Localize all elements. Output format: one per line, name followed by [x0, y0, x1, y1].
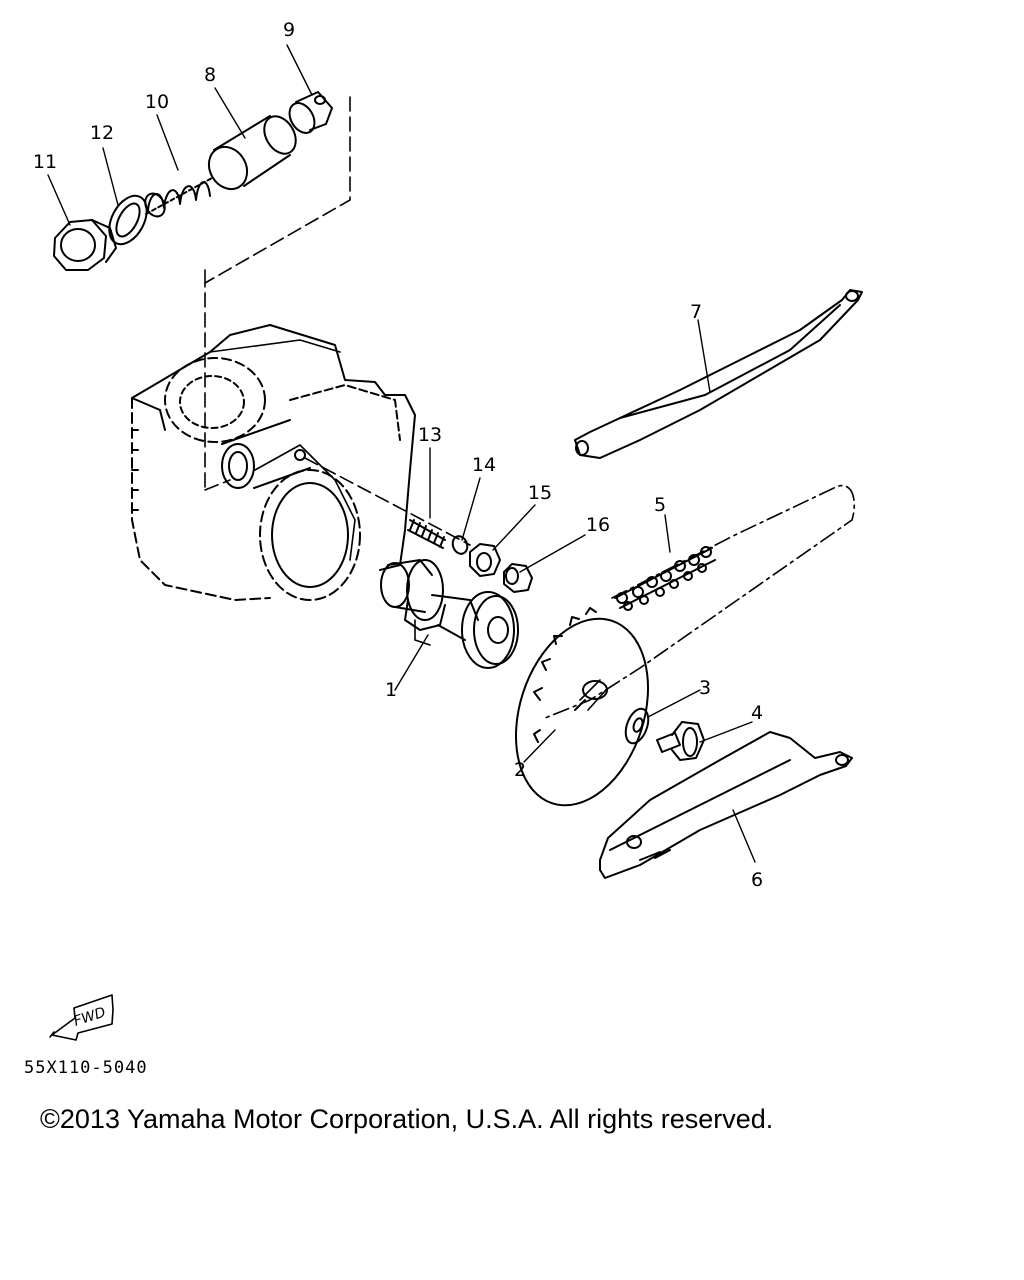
- cam-sprocket-icon: [514, 607, 650, 807]
- cap-nut-icon: [503, 563, 533, 593]
- cap-bolt-icon: [53, 219, 117, 271]
- camshaft-icon: [380, 559, 519, 669]
- copyright-notice: ©2013 Yamaha Motor Corporation, U.S.A. A…: [40, 1104, 774, 1134]
- cam-chain-loop: [544, 484, 856, 719]
- part-number-label: 15: [527, 482, 553, 504]
- hex-nut-icon: [469, 543, 501, 577]
- part-number-label: 9: [282, 19, 296, 41]
- part-number-label: 2: [513, 759, 527, 781]
- diagram-code: 55X110-5040: [24, 1058, 148, 1078]
- part-number-label: 5: [653, 494, 667, 516]
- tensioner-alignment-lines: [204, 96, 471, 546]
- part-number-label: 6: [750, 869, 764, 891]
- part-number-label: 8: [203, 64, 217, 86]
- part-number-label: 7: [689, 301, 703, 323]
- leader-lines: [47, 44, 756, 863]
- tensioner-rod-icon: [207, 115, 297, 191]
- washer-icon: [624, 707, 650, 745]
- chain-guide-upper-icon: [574, 289, 863, 459]
- tensioner-cap-icon: [288, 91, 333, 134]
- fwd-arrow-icon: [49, 994, 114, 1041]
- part-number-label: 1: [384, 679, 398, 701]
- part-number-label: 16: [585, 514, 611, 536]
- part-number-label: 11: [32, 151, 58, 173]
- cylinder-head-outline: [131, 324, 416, 601]
- cam-chain-icon: [614, 546, 716, 611]
- o-ring-icon: [451, 535, 469, 555]
- part-number-label: 13: [417, 424, 443, 446]
- part-number-label: 4: [750, 702, 764, 724]
- stud-bolt-icon: [407, 519, 446, 549]
- part-number-label: 12: [89, 122, 115, 144]
- part-number-label: 10: [144, 91, 170, 113]
- tensioner-spring-icon: [144, 177, 213, 218]
- chain-guide-lower-icon: [599, 731, 853, 879]
- sprocket-bolt-icon: [656, 721, 705, 761]
- part-number-label: 3: [698, 677, 712, 699]
- gasket-ring-icon: [108, 194, 148, 246]
- part-number-label: 14: [471, 454, 497, 476]
